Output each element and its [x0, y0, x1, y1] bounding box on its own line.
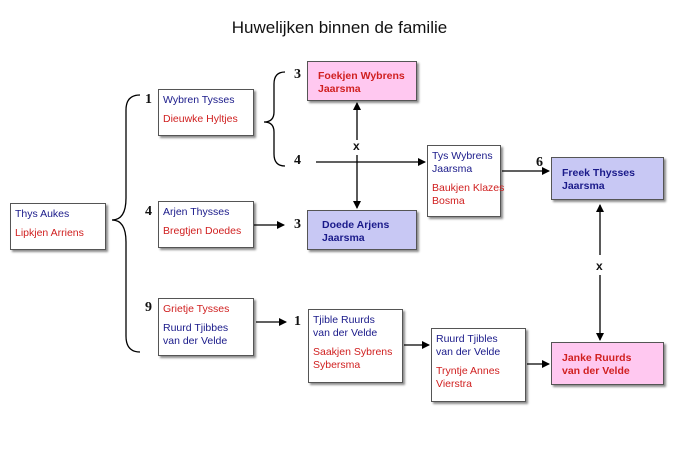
child1-female: Dieuwke Hyltjes	[163, 113, 238, 125]
root-male: Thys Aukes	[15, 208, 70, 220]
freek-number: 6	[536, 155, 543, 170]
child9-male-line1: Ruurd Tjibbes	[163, 322, 229, 334]
ruurd-male-line1: Ruurd Tjibles	[436, 333, 498, 345]
tjible-couple-box: Tjible Ruurds van der Velde Saakjen Sybr…	[308, 309, 403, 383]
doede-line1: Doede Arjens	[322, 219, 390, 231]
tys-female-line1: Baukjen Klazes	[432, 182, 505, 194]
tjible-male-line2: van der Velde	[313, 327, 378, 339]
tjible-male-line1: Tjible Ruurds	[313, 314, 375, 326]
ruurd-male-line2: van der Velde	[436, 346, 501, 358]
tys-couple-box: Tys Wybrens Jaarsma Baukjen Klazes Bosma	[427, 145, 505, 217]
root-couple-box: Thys Aukes Lipkjen Arriens	[10, 203, 106, 250]
child4-couple-box: Arjen Thysses Bregtjen Doedes	[158, 201, 254, 248]
tys-male-line2: Jaarsma	[432, 163, 473, 175]
ruurd-female-line1: Tryntje Annes	[436, 365, 500, 377]
foekjen-line1: Foekjen Wybrens	[318, 70, 405, 82]
tys-number: 4	[294, 153, 301, 168]
foekjen-number: 3	[294, 67, 301, 82]
child9-male-line2: van der Velde	[163, 335, 228, 347]
freek-box: Freek Thysses Jaarsma	[551, 157, 664, 200]
child9-female: Grietje Tysses	[163, 303, 230, 315]
diagram-title: Huwelijken binnen de familie	[231, 18, 448, 37]
tjible-female-line2: Sybersma	[313, 359, 361, 371]
ruurd-couple-box: Ruurd Tjibles van der Velde Tryntje Anne…	[431, 328, 526, 402]
child1-couple-box: Wybren Tysses Dieuwke Hyltjes	[158, 89, 254, 136]
root-female: Lipkjen Arriens	[15, 227, 84, 239]
tjible-female-line1: Saakjen Sybrens	[313, 346, 393, 358]
freek-line1: Freek Thysses	[562, 167, 635, 179]
janke-line2: van der Velde	[562, 365, 630, 377]
marriage-x-1: x	[353, 139, 360, 153]
child1-brace	[263, 71, 286, 167]
child9-couple-box: Grietje Tysses Ruurd Tjibbes van der Vel…	[158, 298, 254, 356]
doede-box: Doede Arjens Jaarsma	[307, 210, 417, 250]
tjible-number: 1	[294, 314, 301, 329]
freek-line2: Jaarsma	[562, 180, 605, 192]
root-brace	[111, 94, 141, 353]
doede-line2: Jaarsma	[322, 232, 365, 244]
ruurd-female-line2: Vierstra	[436, 378, 472, 390]
child1-number: 1	[145, 92, 152, 107]
tys-female-line2: Bosma	[432, 195, 465, 207]
child9-number: 9	[145, 300, 152, 315]
doede-number: 3	[294, 217, 301, 232]
foekjen-box: Foekjen Wybrens Jaarsma	[307, 61, 417, 101]
marriage-x-2: x	[596, 259, 603, 273]
child4-male: Arjen Thysses	[163, 206, 230, 218]
foekjen-line2: Jaarsma	[318, 83, 361, 95]
tys-male-line1: Tys Wybrens	[432, 150, 493, 162]
child4-number: 4	[145, 204, 152, 219]
child1-male: Wybren Tysses	[163, 94, 235, 106]
child4-female: Bregtjen Doedes	[163, 225, 242, 237]
janke-box: Janke Ruurds van der Velde	[551, 342, 664, 385]
janke-line1: Janke Ruurds	[562, 352, 632, 364]
